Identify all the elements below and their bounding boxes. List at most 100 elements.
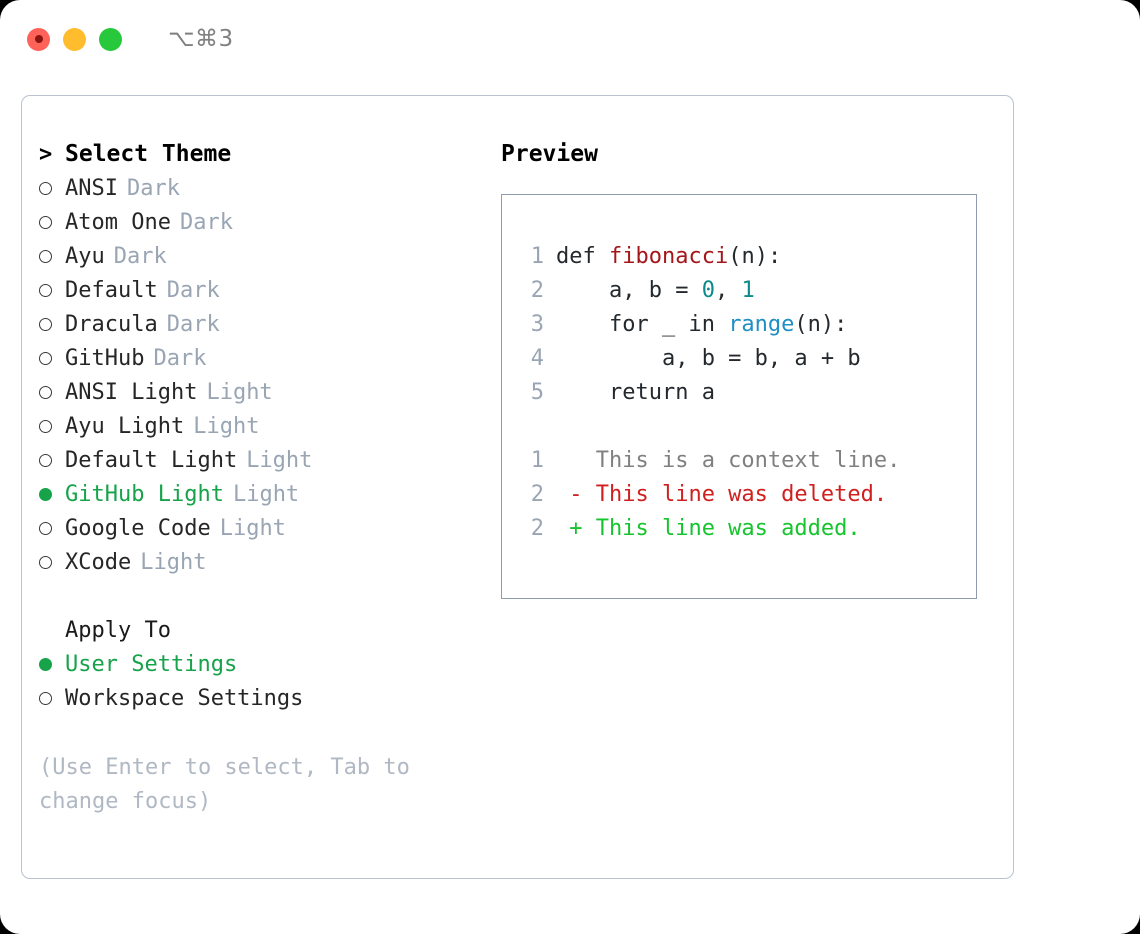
preview-title: Preview xyxy=(501,141,598,167)
radio-unselected-icon xyxy=(39,556,52,569)
diff-line-number: 1 xyxy=(530,447,544,473)
diff-line: 2 - This line was deleted. xyxy=(522,477,976,511)
theme-item-label: Atom One xyxy=(65,209,171,235)
page-title: Select Theme xyxy=(65,141,232,167)
radio-unselected-icon xyxy=(39,284,52,297)
theme-item-label: XCode xyxy=(65,549,132,575)
theme-item-label: Google Code xyxy=(65,515,211,541)
code-token: 1 xyxy=(741,277,755,303)
theme-item-tag: Dark xyxy=(153,345,207,371)
minimize-button[interactable] xyxy=(63,27,86,51)
code-token: for _ in xyxy=(556,311,729,337)
theme-item-label: Ayu xyxy=(65,243,105,269)
zoom-button[interactable] xyxy=(99,27,122,51)
diff-line-text: This is a context line. xyxy=(556,447,901,473)
keyboard-hint: (Use Enter to select, Tab to change focu… xyxy=(39,755,410,814)
diff-line-text: - This line was deleted. xyxy=(556,481,888,507)
diff-sample: 1 This is a context line. 2 - This line w… xyxy=(522,443,976,545)
code-token: a, b = xyxy=(556,277,702,303)
theme-item-tag: Dark xyxy=(179,209,233,235)
radio-marker xyxy=(39,516,65,541)
radio-marker xyxy=(39,312,65,337)
hint-spacer xyxy=(39,715,479,749)
close-icon xyxy=(34,35,43,43)
theme-item-label: Default Light xyxy=(65,447,238,473)
code-line: 3 for _ in range(n): xyxy=(522,307,976,341)
radio-marker xyxy=(39,176,65,201)
apply-to-item[interactable]: User Settings xyxy=(39,647,479,681)
code-diff-gap xyxy=(522,409,976,443)
radio-unselected-icon xyxy=(39,352,52,365)
radio-unselected-icon xyxy=(39,386,52,399)
theme-item-label: Ayu Light xyxy=(65,413,185,439)
apply-to-item[interactable]: Workspace Settings xyxy=(39,681,479,715)
code-token: a, b = b, a + b xyxy=(556,345,861,371)
apply-to-item-label: User Settings xyxy=(65,651,238,677)
apply-to-label: Apply To xyxy=(65,617,171,643)
theme-list-item[interactable]: Dracula Dark xyxy=(39,307,479,341)
radio-marker xyxy=(39,278,65,303)
code-line-number: 4 xyxy=(530,345,544,371)
theme-list-item[interactable]: GitHub Light Light xyxy=(39,477,479,511)
code-token: 0 xyxy=(701,277,715,303)
radio-marker xyxy=(39,244,65,269)
code-line: 4 a, b = b, a + b xyxy=(522,341,976,375)
code-token: , xyxy=(714,277,742,303)
radio-unselected-icon xyxy=(39,216,52,229)
theme-item-tag: Light xyxy=(232,481,300,507)
diff-line-number: 2 xyxy=(530,481,544,507)
code-line: 2 a, b = 0, 1 xyxy=(522,273,976,307)
theme-list-item[interactable]: Google Code Light xyxy=(39,511,479,545)
title-bar: ⌥⌘3 xyxy=(0,0,1140,78)
theme-item-label: GitHub Light xyxy=(65,481,224,507)
radio-unselected-icon xyxy=(39,522,52,535)
theme-item-tag: Light xyxy=(219,515,286,541)
radio-marker xyxy=(39,652,65,677)
theme-item-label: ANSI Light xyxy=(65,379,198,405)
radio-marker xyxy=(39,380,65,405)
diff-line-number: 2 xyxy=(530,515,544,541)
radio-unselected-icon xyxy=(39,454,52,467)
theme-item-tag: Light xyxy=(206,379,273,405)
code-line-number: 2 xyxy=(530,277,544,303)
diff-line: 2 + This line was added. xyxy=(522,511,976,545)
radio-marker xyxy=(39,414,65,439)
code-token: range xyxy=(728,311,795,337)
radio-marker xyxy=(39,210,65,235)
theme-item-tag: Dark xyxy=(126,175,180,201)
close-button[interactable] xyxy=(27,27,50,51)
prompt-caret-icon: > xyxy=(39,141,53,167)
radio-marker xyxy=(39,448,65,473)
radio-marker xyxy=(39,550,65,575)
theme-item-tag: Dark xyxy=(113,243,167,269)
radio-selected-icon xyxy=(39,488,52,501)
apply-to-item-label: Workspace Settings xyxy=(65,685,304,711)
theme-item-label: Default xyxy=(65,277,158,303)
radio-unselected-icon xyxy=(39,692,52,705)
code-token: return a xyxy=(556,379,715,405)
theme-list-item[interactable]: Atom One Dark xyxy=(39,205,479,239)
shortcut-label: ⌥⌘3 xyxy=(168,26,234,52)
radio-unselected-icon xyxy=(39,318,52,331)
section-spacer xyxy=(39,579,479,613)
theme-item-label: Dracula xyxy=(65,311,158,337)
theme-list-item[interactable]: ANSI Light Light xyxy=(39,375,479,409)
code-token: (n): xyxy=(728,243,782,269)
radio-unselected-icon xyxy=(39,182,52,195)
radio-unselected-icon xyxy=(39,250,52,263)
theme-list-item[interactable]: Ayu Dark xyxy=(39,239,479,273)
traffic-lights xyxy=(27,27,122,51)
code-line: 5 return a xyxy=(522,375,976,409)
theme-item-tag: Dark xyxy=(166,311,220,337)
